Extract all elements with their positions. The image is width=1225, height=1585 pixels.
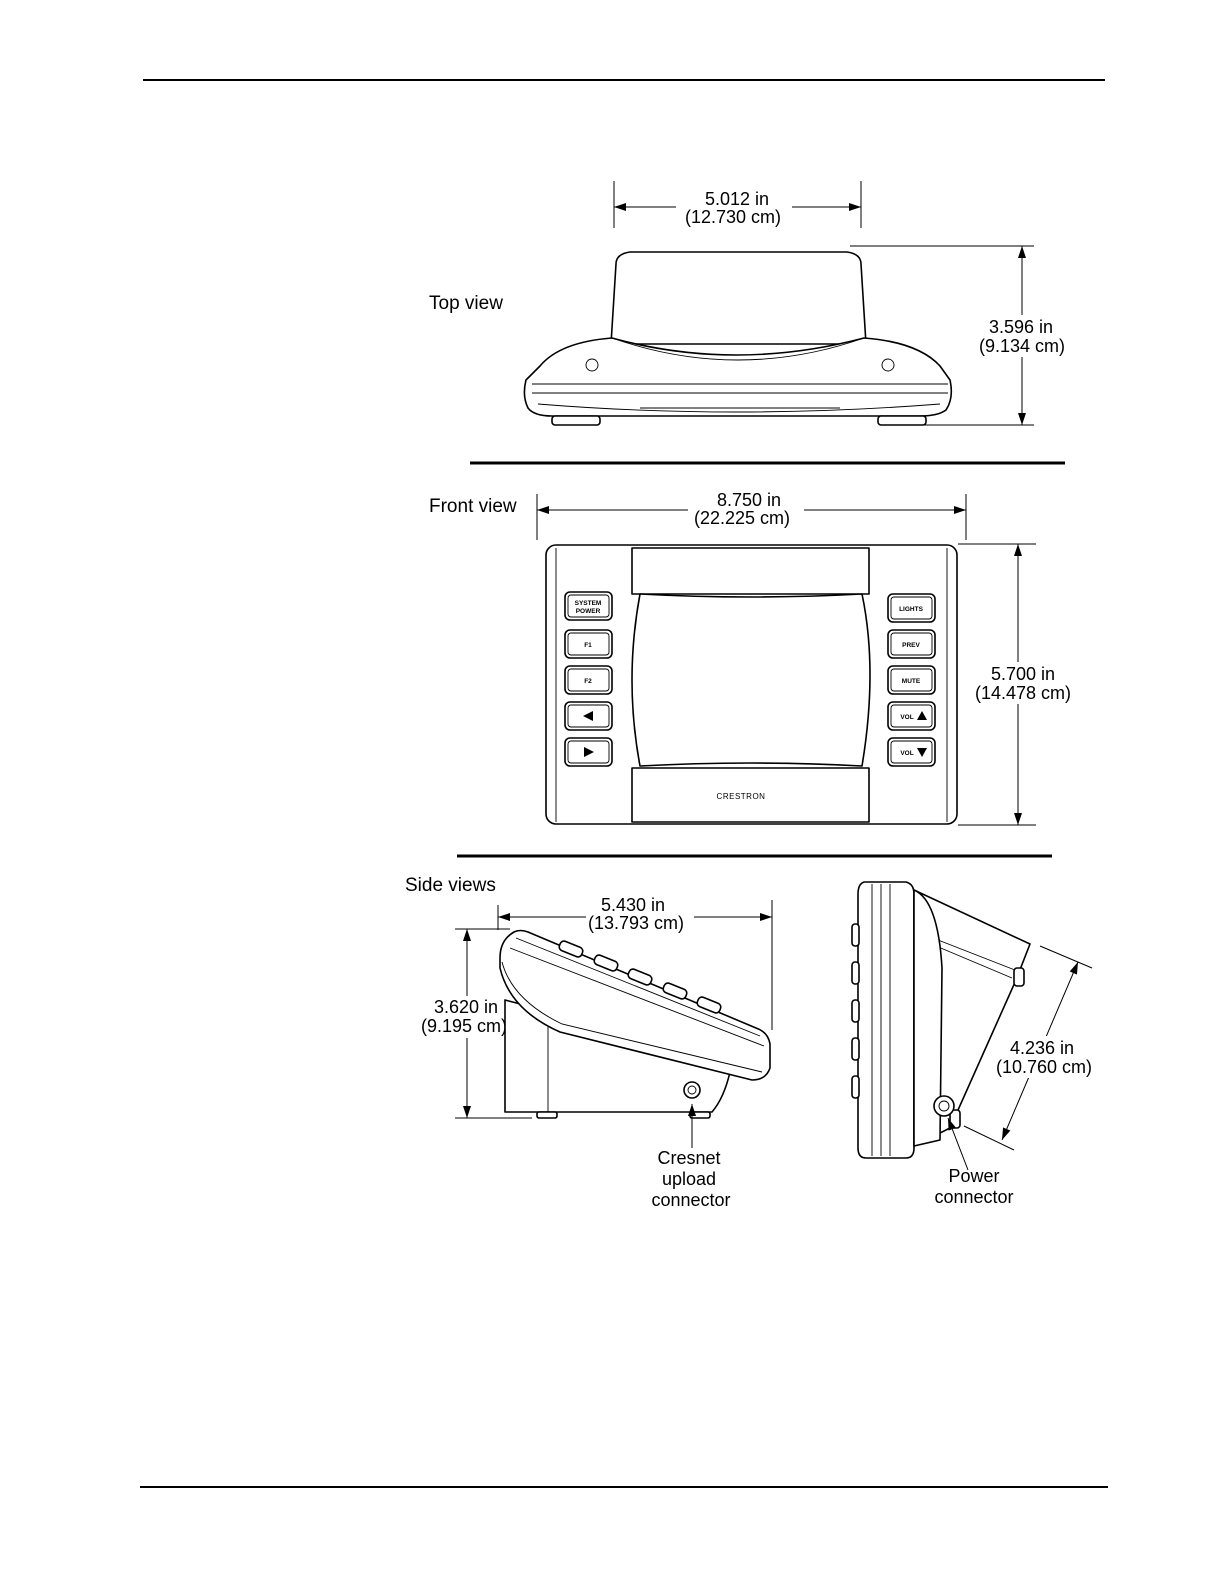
system-power-label-1: SYSTEM (575, 600, 602, 607)
side-diag-in: 4.236 in (1010, 1038, 1074, 1058)
cresnet-label-2: upload (662, 1169, 716, 1189)
cresnet-label-1: Cresnet (657, 1148, 720, 1168)
power-label-2: connector (934, 1187, 1013, 1207)
power-label-1: Power (948, 1166, 999, 1186)
right-buttons: LIGHTS PREV MUTE VOL VOL (888, 594, 935, 766)
side-width-in: 5.430 in (601, 895, 665, 915)
lights-label: LIGHTS (899, 606, 923, 613)
front-width-in: 8.750 in (717, 490, 781, 510)
front-width-cm: (22.225 cm) (694, 508, 790, 528)
front-view: Front view 8.750 in (22.225 cm) 5.700 in… (429, 489, 1071, 825)
side-views-label: Side views (405, 875, 496, 896)
front-view-label: Front view (429, 496, 517, 517)
left-buttons: SYSTEM POWER F1 F2 (565, 592, 612, 766)
f2-label: F2 (584, 678, 592, 685)
f1-label: F1 (584, 642, 592, 649)
vol-down-label: VOL (900, 750, 913, 757)
cresnet-label-3: connector (651, 1190, 730, 1210)
cresnet-connector-port (684, 1082, 700, 1098)
front-brand-logo: CRESTRON (717, 792, 766, 801)
prev-label: PREV (902, 642, 920, 649)
top-height-in: 3.596 in (989, 317, 1053, 337)
mute-label: MUTE (902, 678, 921, 685)
vol-up-label: VOL (900, 714, 913, 721)
side-height-in: 3.620 in (434, 997, 498, 1017)
top-view-label: Top view (429, 293, 503, 314)
top-view: Top view 5.012 in (12.730 cm) 3.596 in (… (429, 181, 1068, 425)
system-power-label-2: POWER (576, 608, 601, 615)
top-height-cm: (9.134 cm) (979, 336, 1065, 356)
top-width-cm: (12.730 cm) (685, 207, 781, 227)
side-views: Side views 5.430 in (13.793 cm) 3.620 in… (405, 875, 1094, 1210)
front-height-in: 5.700 in (991, 664, 1055, 684)
side-width-cm: (13.793 cm) (588, 913, 684, 933)
side-diag-cm: (10.760 cm) (996, 1057, 1092, 1077)
top-width-in: 5.012 in (705, 189, 769, 209)
front-height-cm: (14.478 cm) (975, 683, 1071, 703)
side-height-cm: (9.195 cm) (421, 1016, 507, 1036)
power-connector-port (934, 1096, 954, 1116)
